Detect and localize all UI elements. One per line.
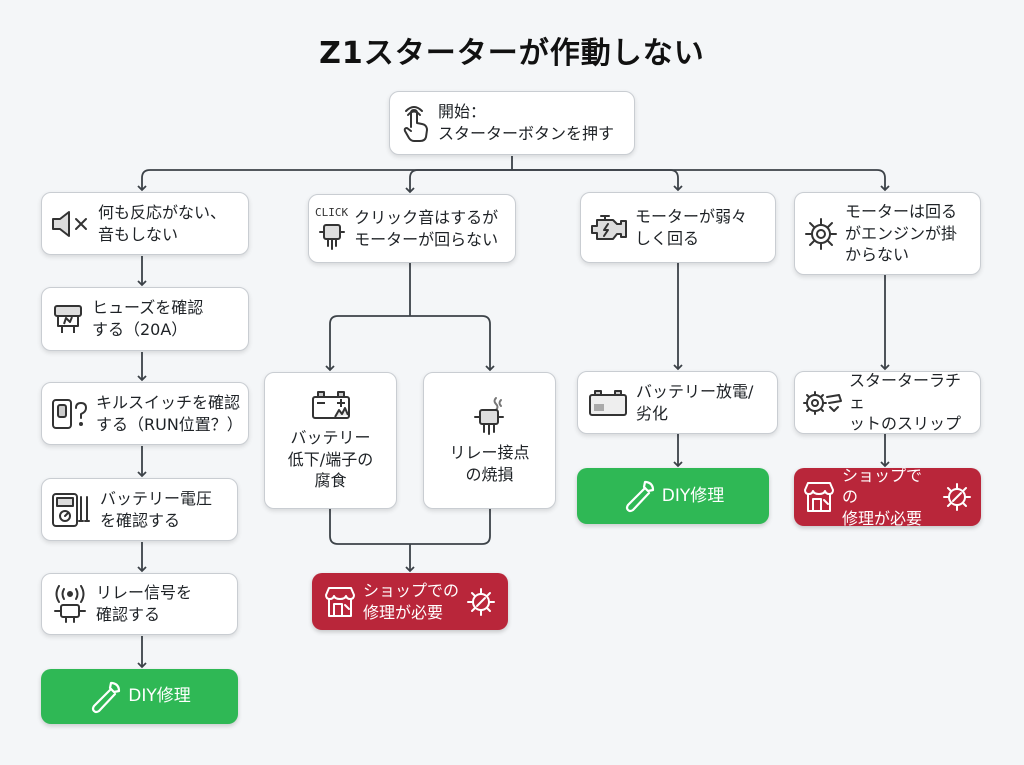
- shop-icon: [323, 585, 357, 619]
- kill-switch-icon: [50, 397, 90, 431]
- node-diy-repair-2: DIY修理: [577, 468, 769, 524]
- starter-ratchet-icon: [803, 387, 843, 419]
- node-no-start-label: モーターは回る がエンジンが掛 からない: [845, 202, 958, 265]
- engine-icon: [589, 212, 629, 244]
- node-weak-label: モーターが弱々 しく回る: [635, 206, 748, 248]
- node-battery-voltage-label: バッテリー電圧 を確認する: [100, 488, 213, 530]
- node-battery-discharge: バッテリー放電/ 劣化: [577, 371, 778, 434]
- node-ratchet-label: スターターラチェ ットのスリップ: [849, 371, 962, 434]
- node-diy-repair-2-label: DIY修理: [661, 485, 725, 506]
- battery-icon: [586, 388, 630, 418]
- node-battery-voltage: バッテリー電圧 を確認する: [41, 478, 238, 541]
- node-start-label: 開始： スターターボタンを押す: [438, 102, 615, 143]
- node-relay-signal: リレー信号を 確認する: [41, 573, 238, 635]
- battery-corroded-icon: [309, 389, 353, 421]
- edge-start-to-no-response: [137, 169, 512, 192]
- node-kill-switch-label: キルスイッチを確認 する（RUN位置？）: [96, 392, 243, 434]
- node-shop-repair-1-label: ショップでの 修理が必要: [362, 580, 459, 622]
- click-sound-label: CLICK: [315, 205, 349, 219]
- multimeter-icon: [50, 491, 94, 529]
- node-diy-repair-1: DIY修理: [41, 669, 238, 724]
- edge-click-to-relay-burn: [410, 315, 495, 372]
- node-battery-low-label: バッテリー 低下/端子の 腐食: [287, 428, 374, 491]
- edge-battery-low-merge: [329, 509, 410, 545]
- node-shop-repair-1: ショップでの 修理が必要: [312, 573, 508, 630]
- gear-icon: [803, 216, 839, 252]
- node-no-start: モーターは回る がエンジンが掛 からない: [794, 192, 981, 275]
- page-title: Z1スターターが作動しない: [319, 36, 705, 71]
- edge-start-to-no-start: [512, 169, 890, 192]
- shop-icon: [802, 480, 836, 514]
- edge-relay-burn-merge: [410, 509, 491, 545]
- node-click: CLICK クリック音はするが モーターが回らない: [308, 194, 516, 263]
- node-relay-burn: リレー接点 の焼損: [423, 372, 556, 509]
- hand-pointer-icon: [398, 103, 432, 143]
- wrench-icon: [622, 479, 656, 513]
- relay-icon: CLICK: [315, 207, 348, 251]
- relay-signal-icon: [50, 585, 90, 623]
- node-shop-repair-2: ショップでの 修理が必要: [794, 466, 981, 528]
- node-fuse: ヒューズを確認 する（20A）: [41, 287, 249, 351]
- node-kill-switch: キルスイッチを確認 する（RUN位置？）: [41, 382, 249, 445]
- speaker-muted-icon: [50, 208, 92, 240]
- gear-wrench-icon: [941, 481, 973, 513]
- edge-click-to-battery-low: [325, 315, 410, 372]
- burnt-relay-icon: [470, 396, 510, 436]
- node-relay-burn-label: リレー接点 の焼損: [449, 442, 530, 484]
- node-start: 開始： スターターボタンを押す: [389, 91, 635, 155]
- node-battery-low: バッテリー 低下/端子の 腐食: [264, 372, 397, 509]
- gear-wrench-icon: [465, 586, 497, 618]
- node-battery-discharge-label: バッテリー放電/ 劣化: [636, 381, 754, 423]
- node-no-response: 何も反応がない、 音もしない: [41, 192, 249, 255]
- node-diy-repair-1-label: DIY修理: [128, 686, 191, 707]
- wrench-icon: [88, 680, 122, 714]
- node-relay-signal-label: リレー信号を 確認する: [96, 583, 193, 624]
- fuse-icon: [50, 302, 86, 336]
- node-ratchet: スターターラチェ ットのスリップ: [794, 371, 981, 434]
- edge-start-to-weak: [512, 169, 683, 192]
- edge-start-to-click: [405, 169, 512, 194]
- node-click-label: クリック音はするが モーターが回らない: [354, 207, 499, 249]
- node-fuse-label: ヒューズを確認 する（20A）: [92, 298, 204, 339]
- node-shop-repair-2-label: ショップでの 修理が必要: [842, 465, 923, 528]
- node-no-response-label: 何も反応がない、 音もしない: [98, 202, 227, 244]
- node-weak: モーターが弱々 しく回る: [580, 192, 776, 263]
